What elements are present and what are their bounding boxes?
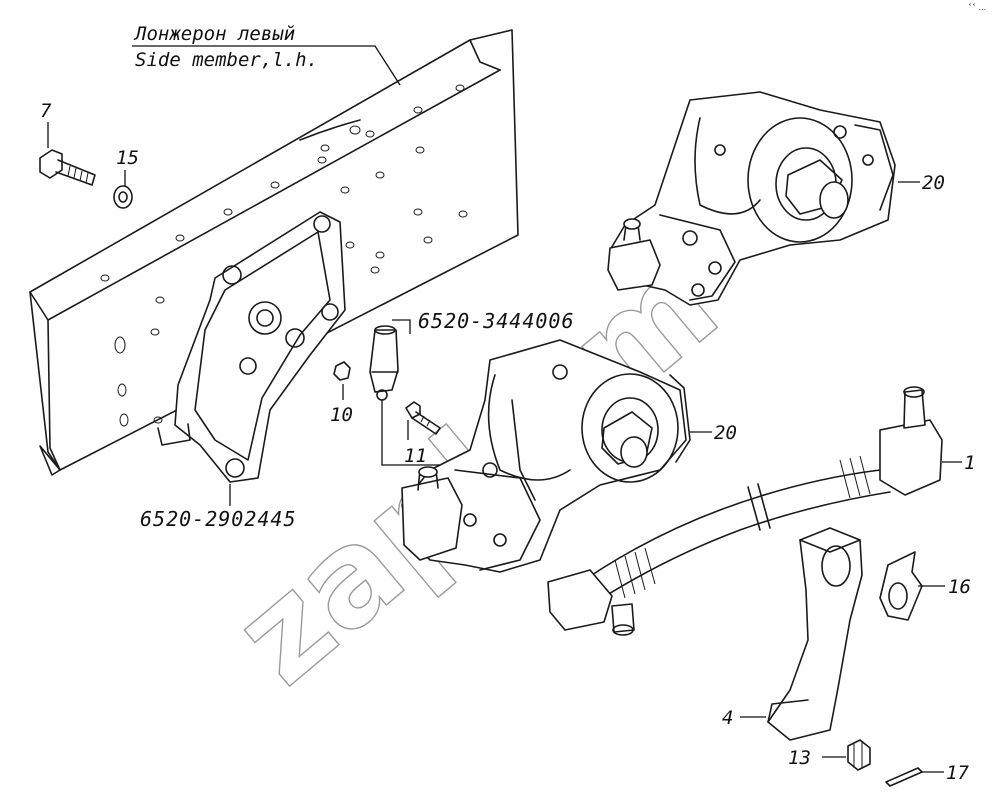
callout-1: 1 <box>964 452 975 474</box>
drag-link-1 <box>547 386 943 636</box>
callout-10: 10 <box>330 404 353 426</box>
side-member-title-ru: Лонжерон левый <box>133 23 295 45</box>
corner-mark: ˂˂ ... <box>968 2 986 12</box>
callout-17: 17 <box>946 762 969 784</box>
callout-16: 16 <box>948 576 971 598</box>
callout-20-upper: 20 <box>922 172 945 194</box>
callout-15: 15 <box>116 147 139 169</box>
steering-gear-lower <box>401 339 691 573</box>
callout-11: 11 <box>404 445 427 467</box>
lock-plate-16 <box>879 551 923 621</box>
steering-gear-bracket <box>157 211 346 483</box>
bolt-7 <box>39 149 96 186</box>
washer-15 <box>113 185 133 209</box>
castle-nut-13 <box>847 739 871 771</box>
side-member-label: Лонжерон левый Side member,l.h. <box>132 23 401 86</box>
callout-20-lower: 20 <box>714 422 737 444</box>
callout-pipe-code: 6520-3444006 <box>418 309 575 333</box>
side-member-title-en: Side member,l.h. <box>135 49 318 71</box>
pipe-3444006 <box>369 325 399 401</box>
bolt-11 <box>405 401 441 435</box>
callout-13: 13 <box>788 747 811 769</box>
callout-4: 4 <box>722 707 733 729</box>
rail-holes <box>100 84 468 427</box>
leader-lines <box>47 122 962 773</box>
steering-gear-upper <box>607 91 896 306</box>
callout-7: 7 <box>40 100 52 122</box>
nut-10 <box>333 361 351 381</box>
pitman-arm-4 <box>767 527 863 741</box>
cotter-pin-17 <box>885 767 923 787</box>
callout-bracket-code: 6520-2902445 <box>140 507 297 531</box>
